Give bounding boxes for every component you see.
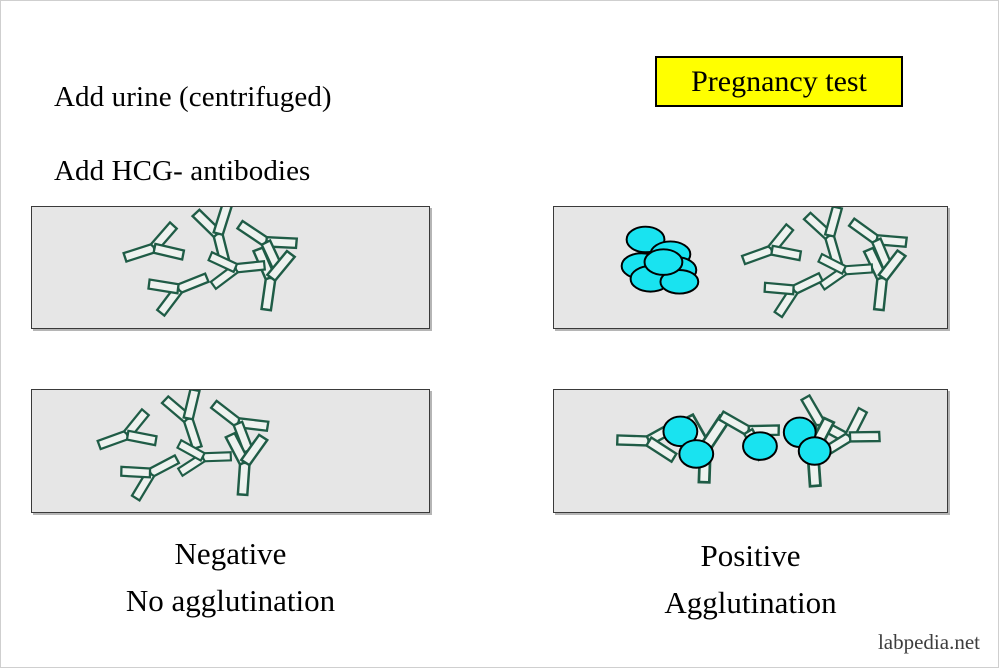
result-positive-line2: Agglutination: [664, 584, 837, 620]
antibody-icon: [224, 431, 270, 497]
slide-negative-top: [31, 206, 430, 329]
title-box: Pregnancy test: [655, 56, 903, 107]
result-negative-line2: No agglutination: [125, 582, 336, 618]
antibody-icon: [96, 407, 158, 451]
slide-negative-bottom: [31, 389, 430, 513]
instruction-add-urine: Add urine (centrifuged): [54, 81, 332, 113]
antibody-icon: [251, 246, 297, 312]
slide-positive-top: [553, 206, 948, 329]
antibody-icon: [740, 222, 803, 266]
watermark: labpedia.net: [877, 630, 980, 654]
slide-positive-bottom: [553, 389, 948, 513]
antibody-field-negative-top: [122, 207, 299, 318]
result-positive-line1: Positive: [700, 538, 801, 573]
result-positive: Positive Agglutination: [553, 533, 948, 626]
antibody-icon: [147, 272, 211, 318]
cell-icon: [662, 415, 699, 448]
result-negative: Negative No agglutination: [31, 531, 430, 624]
cell-cluster: [662, 415, 832, 469]
antibody-icon: [763, 271, 825, 319]
cell-icon: [797, 436, 832, 466]
antibody-icon: [817, 252, 874, 291]
result-negative-line1: Negative: [174, 536, 287, 571]
antibody-icon: [176, 438, 233, 478]
antibody-icon: [122, 220, 186, 263]
cell-icon: [678, 439, 715, 469]
cell-icon: [742, 431, 778, 461]
cell-icon: [643, 248, 684, 276]
antibody-field-negative-bottom: [96, 390, 270, 503]
instruction-add-hcg-antibodies: Add HCG- antibodies: [54, 155, 311, 187]
cell-cluster: [620, 225, 700, 295]
agglutination-field-positive-bottom: [615, 393, 881, 488]
antibody-and-cell-field-positive-top: [620, 207, 909, 319]
antibody-icon: [207, 250, 267, 291]
antibody-icon: [120, 453, 181, 503]
antibody-icon: [862, 246, 908, 312]
antibody-icon: [160, 390, 204, 451]
page-title: Pregnancy test: [691, 64, 867, 98]
